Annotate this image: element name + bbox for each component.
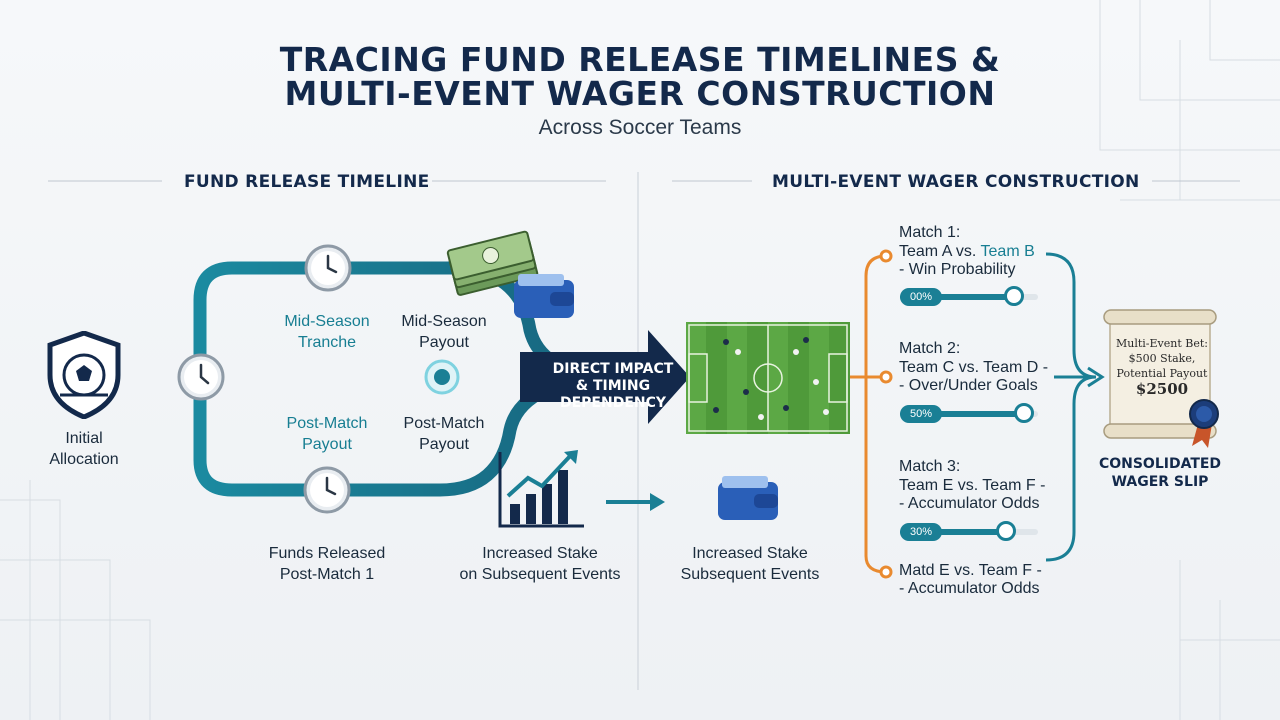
soccer-pitch-image bbox=[686, 322, 850, 434]
match-3-market: - Accumulator Odds bbox=[899, 495, 1040, 512]
growth-chart-icon bbox=[498, 450, 584, 528]
match-2-percent: 50% bbox=[900, 405, 942, 423]
wager-slip-amount: $2500 bbox=[1135, 380, 1189, 398]
clock-icon bbox=[303, 466, 351, 514]
wager-slip-scroll-icon bbox=[1103, 309, 1219, 448]
page-title-line1: TRACING FUND RELEASE TIMELINES & bbox=[279, 40, 1001, 79]
match-3-percent: 30% bbox=[900, 523, 942, 541]
wallet-icon bbox=[514, 274, 574, 318]
fund-timeline-heading: FUND RELEASE TIMELINE bbox=[184, 172, 430, 192]
match-3-slider[interactable]: 30% bbox=[900, 521, 1038, 541]
clock-icon bbox=[304, 244, 352, 292]
match-3-title: Match 3: bbox=[899, 458, 961, 475]
page-subtitle: Across Soccer Teams bbox=[538, 116, 742, 139]
match-1-percent: 00% bbox=[900, 288, 942, 306]
match-3-teams: Team E vs. Team F - bbox=[899, 477, 1046, 494]
slider-knob[interactable] bbox=[996, 521, 1016, 541]
page-title-line2: MULTI-EVENT WAGER CONSTRUCTION bbox=[284, 74, 996, 113]
initial-allocation-label: Initial Allocation bbox=[49, 430, 119, 468]
impact-arrow bbox=[520, 330, 690, 424]
match-2-teams: Team C vs. Team D - bbox=[899, 359, 1049, 376]
post-match-payout-label: Post-Match Payout bbox=[403, 415, 485, 453]
increased-stake-label-2: Increased Stake Subsequent Events bbox=[680, 545, 820, 583]
match-2-title: Match 2: bbox=[899, 340, 961, 357]
match-1-teams: Team A vs. Team B bbox=[899, 241, 1035, 262]
wallet-icon bbox=[718, 476, 778, 520]
payout-node-icon bbox=[424, 359, 460, 395]
slider-fill bbox=[900, 294, 1010, 300]
cash-stack-icon bbox=[446, 230, 539, 296]
slider-knob[interactable] bbox=[1014, 403, 1034, 423]
consolidated-wager-slip-label: CONSOLIDATED WAGER SLIP bbox=[1098, 456, 1222, 490]
match-1-team-b: Team B bbox=[980, 243, 1035, 260]
mid-season-payout-label: Mid-Season Payout bbox=[401, 313, 487, 351]
match-1-team-a: Team A vs. bbox=[899, 243, 981, 260]
match-4-market: - Accumulator Odds bbox=[899, 580, 1040, 597]
match-1-market: - Win Probability bbox=[899, 261, 1016, 278]
impact-arrow-label: DIRECT IMPACT & TIMING DEPENDENCY bbox=[552, 361, 674, 411]
slider-fill bbox=[900, 529, 1004, 535]
slider-fill bbox=[900, 411, 1020, 417]
funds-released-label: Funds Released Post-Match 1 bbox=[268, 545, 386, 583]
mid-season-tranche-label: Mid-Season Tranche bbox=[284, 313, 370, 351]
increased-stake-label: Increased Stake on Subsequent Events bbox=[459, 545, 621, 583]
wager-construction-heading: MULTI-EVENT WAGER CONSTRUCTION bbox=[772, 172, 1140, 192]
match-1-title: Match 1: bbox=[899, 224, 961, 241]
slider-knob[interactable] bbox=[1004, 286, 1024, 306]
match-2-market: - Over/Under Goals bbox=[899, 377, 1038, 394]
post-match-payout-teal-label: Post-Match Payout bbox=[286, 415, 368, 453]
club-shield-icon bbox=[47, 331, 121, 419]
match-1-slider[interactable]: 00% bbox=[900, 286, 1038, 306]
clock-icon bbox=[177, 353, 225, 401]
match-2-slider[interactable]: 50% bbox=[900, 403, 1038, 423]
match-4-teams: Matd E vs. Team F - bbox=[899, 562, 1042, 579]
wager-slip-text: Multi-Event Bet: $500 Stake, Potential P… bbox=[1116, 337, 1208, 380]
